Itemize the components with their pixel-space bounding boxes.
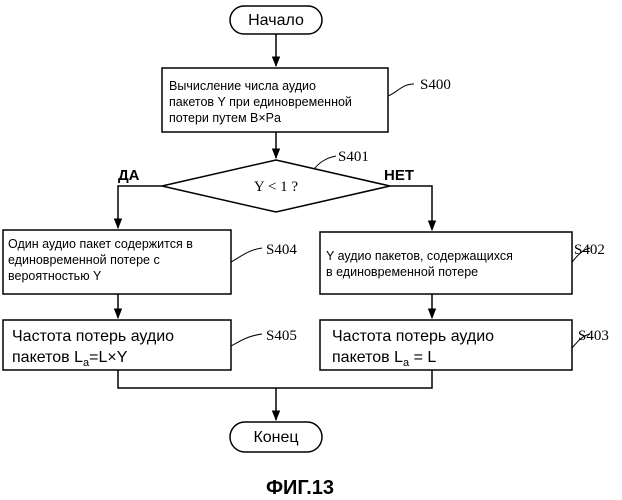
yes-label: ДА xyxy=(118,167,140,184)
start-label: Начало xyxy=(248,12,304,29)
s401-condition: Y < 1 ? xyxy=(254,179,298,195)
s401-ref: S401 xyxy=(338,149,369,165)
s401-leader xyxy=(314,156,336,169)
no-label: НЕТ xyxy=(384,167,414,184)
s400-line-1: Вычисление числа аудио xyxy=(169,79,316,93)
s400-line-3: потери путем B×Pa xyxy=(169,111,281,125)
s405-line-1: Частота потерь аудио xyxy=(12,328,174,345)
s404-line-1: Один аудио пакет содержится в xyxy=(8,237,193,251)
s404-ref: S404 xyxy=(266,242,297,258)
merge-line-left xyxy=(118,370,276,388)
s400-ref: S400 xyxy=(420,77,451,93)
s400-line-2: пакетов Y при единовременной xyxy=(169,95,352,109)
s404-line-2: единовременной потере с xyxy=(8,253,160,267)
s403-line-2-suffix: = L xyxy=(409,349,436,366)
s403-line-1: Частота потерь аудио xyxy=(332,328,494,345)
arrow-no-branch xyxy=(390,186,432,230)
end-label: Конец xyxy=(253,429,298,446)
s402-line-1: Y аудио пакетов, содержащихся xyxy=(326,249,513,263)
arrow-yes-branch xyxy=(118,186,162,228)
s403-ref: S403 xyxy=(578,328,609,344)
s403-line-2-prefix: пакетов L xyxy=(332,349,403,366)
s405-ref: S405 xyxy=(266,328,297,344)
s405-line-2-prefix: пакетов L xyxy=(12,349,83,366)
s405-line-2-suffix: =L×Y xyxy=(89,349,128,366)
s404-line-3: вероятностью Y xyxy=(8,269,102,283)
s405-leader xyxy=(231,334,262,346)
s402-ref: S402 xyxy=(574,242,605,258)
merge-line-right xyxy=(276,370,432,388)
s402-line-2: в единовременной потере xyxy=(326,265,478,279)
figure-caption: ФИГ.13 xyxy=(266,477,334,499)
s402-box xyxy=(320,232,572,294)
s400-leader xyxy=(388,84,414,96)
s404-leader xyxy=(231,248,262,262)
